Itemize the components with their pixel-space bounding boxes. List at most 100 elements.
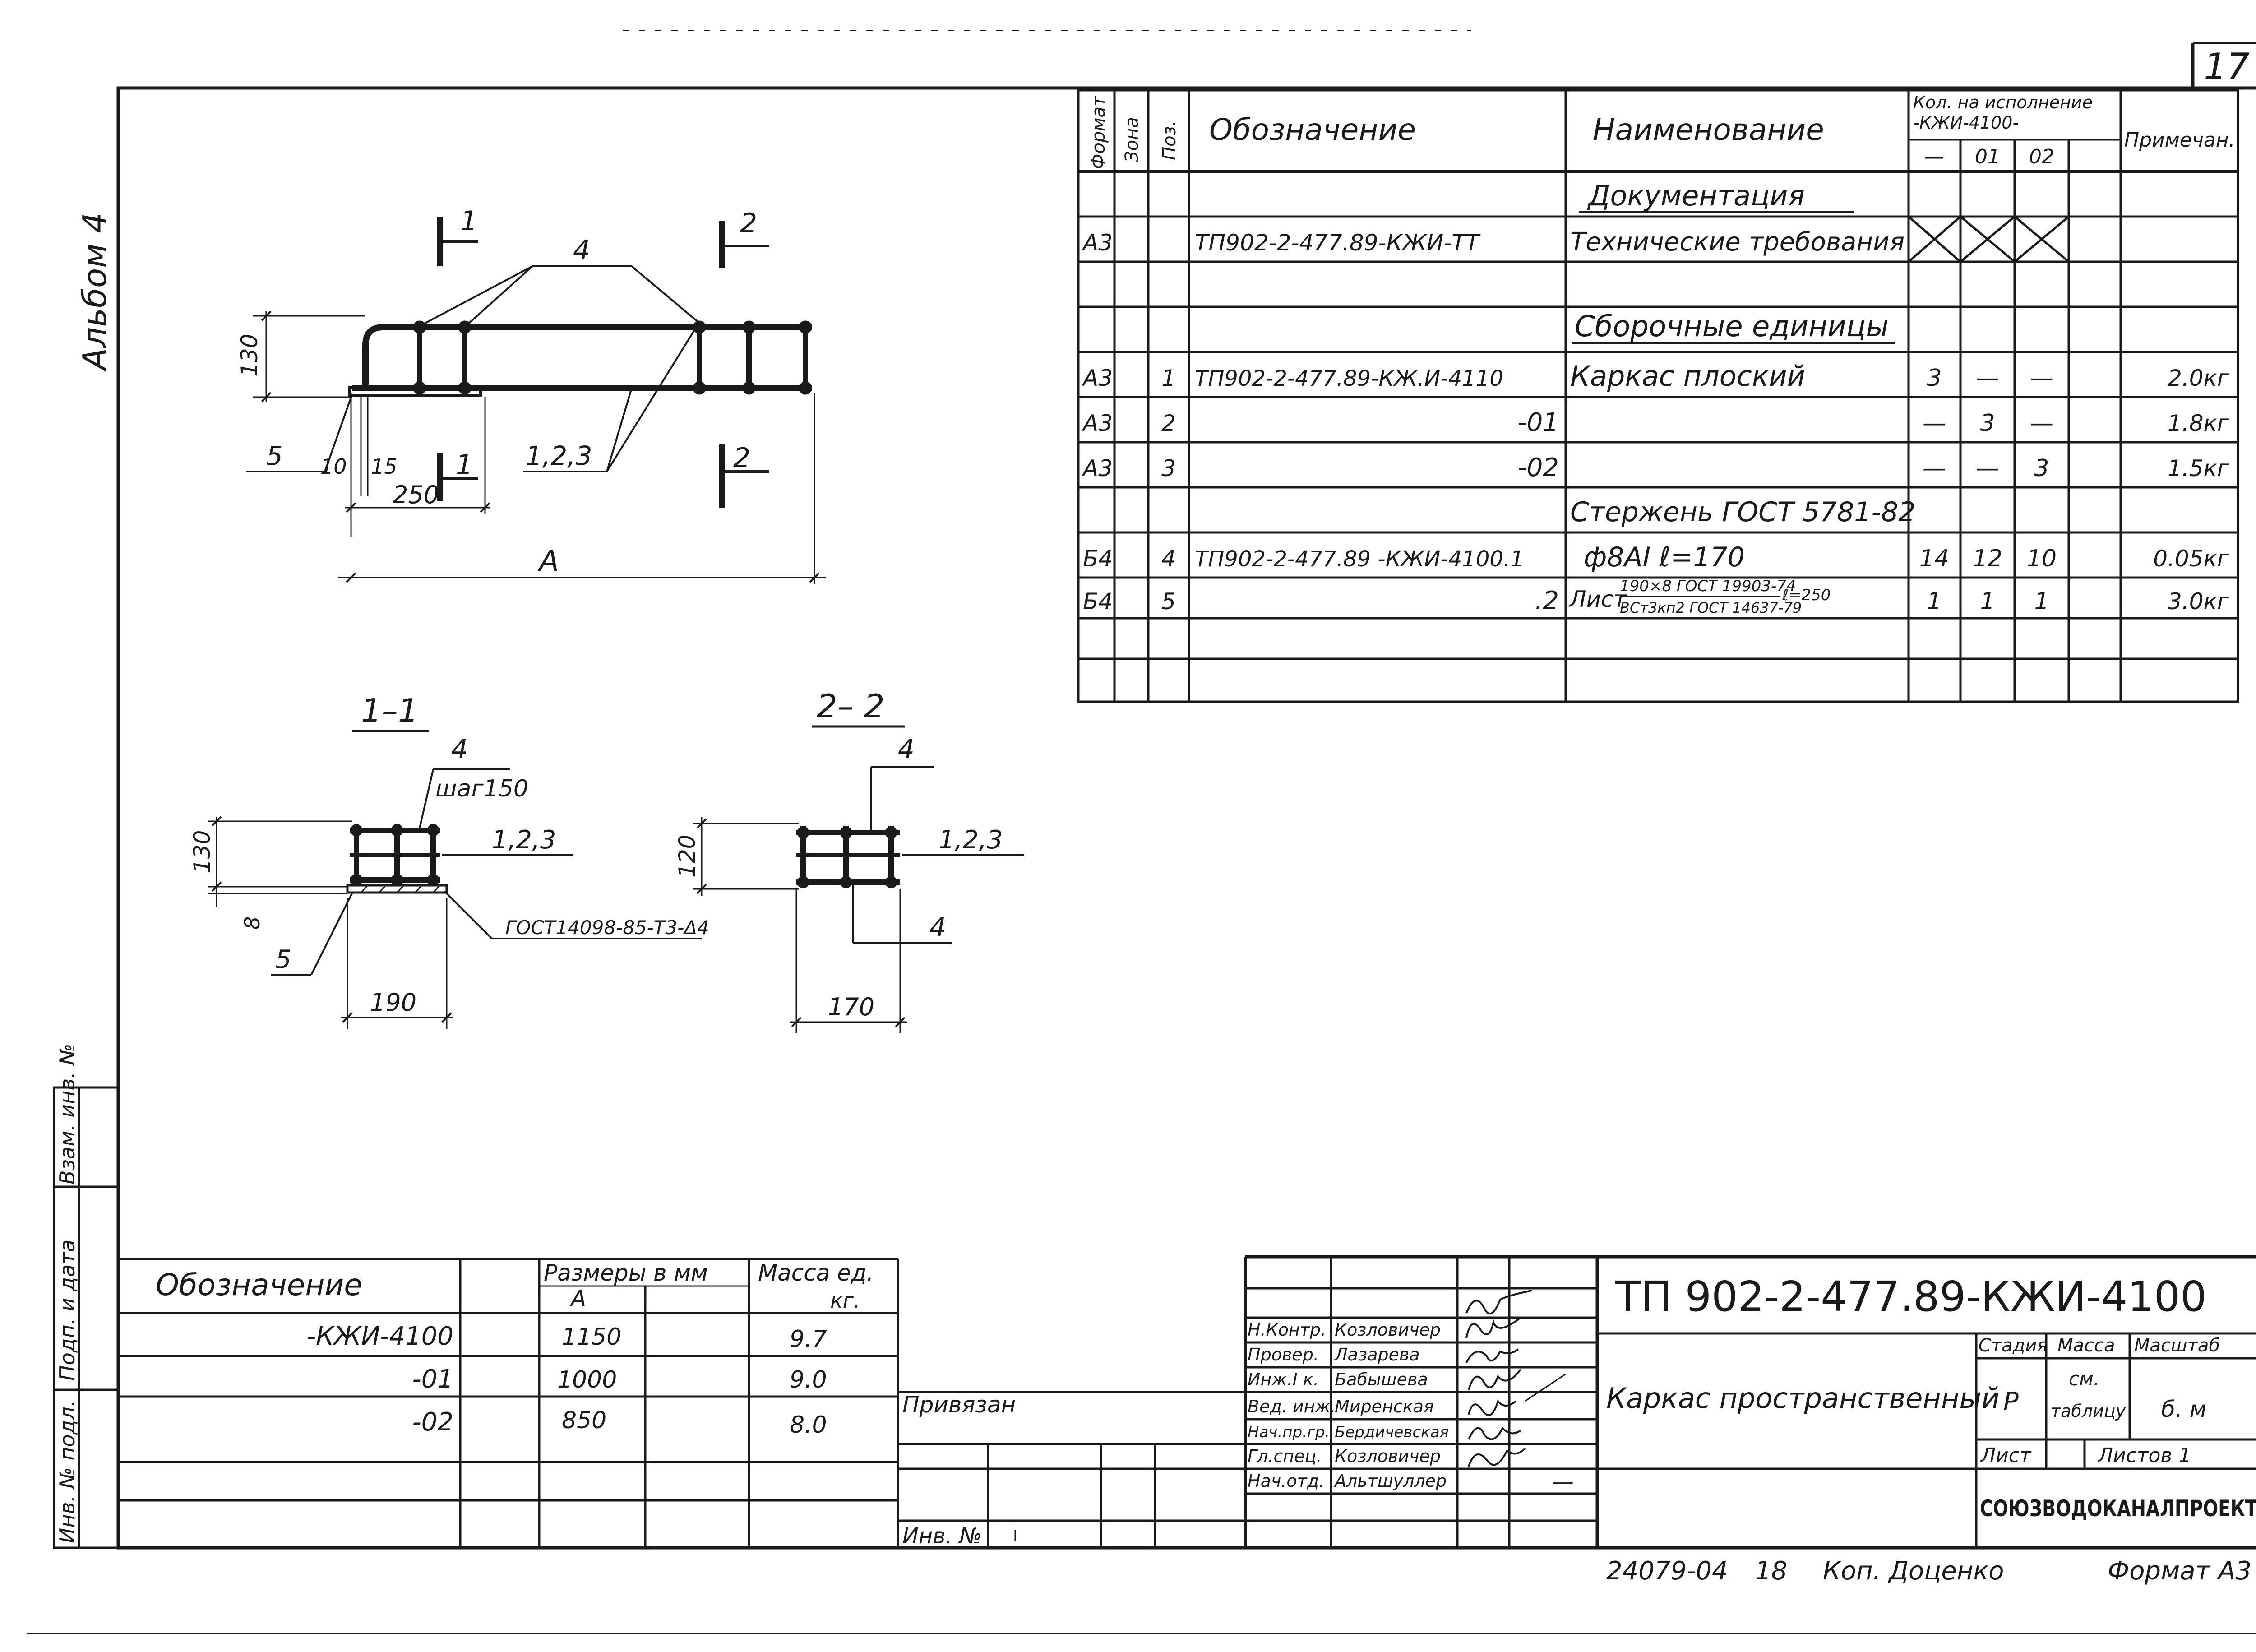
footer-format: Формат А3 — [2108, 1556, 2251, 1586]
sizes-table-grid — [118, 1258, 899, 1548]
footer-num: 18 — [1755, 1556, 1787, 1586]
spec-row-note: 1.5кг — [2168, 455, 2229, 481]
person-name: Лазарева — [1334, 1345, 1420, 1365]
title-block-person: Н.Контр. Козловичер — [1248, 1320, 1441, 1340]
spec-row-q1: — — [1976, 365, 1999, 392]
sizes-header-sizes: Размеры в мм — [544, 1260, 708, 1286]
spec-row-format: А3 — [1082, 455, 1113, 481]
spec-variant-2: 02 — [2029, 145, 2054, 168]
sizes-row-A: 1150 — [562, 1323, 621, 1351]
title-block-grid — [898, 1255, 2256, 1548]
spec-row-q1: — — [1976, 455, 1999, 482]
spec-row-q1: 3 — [1980, 410, 1995, 437]
spec-row: Документация — [1587, 179, 1805, 212]
person-role: Нач.отд. — [1248, 1471, 1324, 1491]
person-name: Альтшуллер — [1333, 1471, 1447, 1491]
spec-row: Сборочные единицы — [1575, 310, 1889, 343]
spec-row-note: 0.05кг — [2153, 546, 2229, 572]
callout-pos-5: 5 — [266, 440, 283, 471]
title-block-scale-label: Масштаб — [2134, 1335, 2220, 1356]
section-mark-2-bottom: 2 — [733, 442, 750, 474]
sheet-frame — [27, 30, 2256, 1634]
title-block-code: ТП 902-2-477.89-КЖИ-4100 — [1615, 1273, 2207, 1321]
sizes-row: -01 1000 9.0 — [412, 1365, 827, 1394]
spec-header-name: Наименование — [1593, 112, 1824, 147]
title-block-sheets-label: Листов 1 — [2097, 1444, 2191, 1467]
spec-row-q2: — — [2030, 365, 2053, 392]
spec-header-qty-title-2: -КЖИ-4100- — [1913, 113, 2019, 133]
spec-row: Б4 5 .2 Лист 190×8 ГОСТ 19903-74 ВСт3кп2… — [1083, 577, 2229, 616]
section-2-2-title: 2– 2 — [817, 687, 885, 725]
spec-row-pos: 5 — [1161, 588, 1176, 615]
title-block-person: Инж.I к. Бабышева — [1248, 1370, 1428, 1389]
spec-row-format: А3 — [1082, 230, 1113, 256]
sizes-row-A: 1000 — [557, 1366, 617, 1393]
section-1-1-dim-190: 190 — [370, 988, 416, 1017]
person-name: Козловичер — [1335, 1320, 1441, 1340]
section-2-2-dim-170: 170 — [828, 993, 874, 1021]
spec-row: А3 1 ТП902-2-477.89-КЖ.И-4110 Каркас пло… — [1082, 360, 2229, 393]
section-mark-2-top: 2 — [740, 208, 757, 239]
section-2-2-dim-120: 120 — [674, 835, 700, 878]
section-2-2 — [693, 725, 1024, 1033]
callout-pos-123: 1,2,3 — [526, 440, 592, 471]
section-1-1-title: 1–1 — [361, 692, 419, 730]
title-block-person: Вед. инж. Миренская — [1248, 1397, 1434, 1416]
sizes-header-mass-unit: кг. — [830, 1288, 860, 1313]
spec-row-designation: ТП902-2-477.89-КЖИ-ТТ — [1195, 230, 1481, 256]
spec-row-name: Стержень ГОСТ 5781-82 — [1570, 496, 1915, 528]
spec-row-q0: 14 — [1919, 545, 1949, 572]
spec-row-q2: — — [2030, 410, 2053, 437]
spec-header-zone: Зона — [1122, 117, 1142, 162]
spec-row-note: 2.0кг — [2168, 365, 2229, 391]
person-role: Инж.I к. — [1248, 1370, 1319, 1389]
spec-row-designation: ТП902-2-477.89 -КЖИ-4100.1 — [1195, 546, 1524, 572]
spec-row-note: 3.0кг — [2168, 588, 2229, 615]
person-name: Миренская — [1335, 1397, 1434, 1416]
spec-row-format: Б4 — [1083, 588, 1113, 615]
sizes-header-mass: Масса ед. — [758, 1260, 874, 1286]
person-role: Вед. инж. — [1248, 1397, 1336, 1416]
person-role: Провер. — [1248, 1345, 1319, 1365]
spec-row-pos: 1 — [1161, 365, 1176, 391]
sheet-fraction-suffix: ℓ=250 — [1782, 586, 1831, 604]
section-1-1-step: шаг150 — [435, 775, 528, 802]
spec-row-name: Документация — [1587, 179, 1805, 212]
section-mark-1-bottom: 1 — [456, 449, 473, 481]
elevation-view — [246, 217, 826, 584]
spec-row: А3 ТП902-2-477.89-КЖИ-ТТ Технические тре… — [1082, 227, 1905, 257]
person-role: Нач.пр.гр. — [1248, 1423, 1330, 1441]
spec-row-note: 1.8кг — [2168, 410, 2229, 436]
title-block-inv: Инв. № — [902, 1523, 982, 1549]
person-name: Козловичер — [1335, 1446, 1441, 1466]
sizes-row-designation: -02 — [412, 1407, 453, 1437]
title-block-mass-val-2: таблицу — [2051, 1401, 2126, 1421]
spec-row-pos: 3 — [1161, 455, 1176, 481]
spec-row-name: ф8АI ℓ=170 — [1584, 541, 1745, 573]
title-block-mass-val-1: см. — [2069, 1368, 2099, 1390]
spec-row-q0: 1 — [1927, 588, 1942, 615]
spec-row-designation: .2 — [1535, 586, 1559, 615]
spec-row-designation: -02 — [1518, 453, 1559, 482]
section-1-1-pos4: 4 — [451, 734, 468, 764]
sizes-header-designation: Обозначение — [156, 1268, 362, 1302]
dim-15: 15 — [371, 454, 398, 479]
sizes-row-designation: -01 — [412, 1365, 453, 1394]
album-label: Альбом 4 — [76, 213, 114, 372]
spec-row: А3 2 -01 — 3 — 1.8кг — [1082, 408, 2229, 437]
spec-row-q2: 1 — [2034, 588, 2049, 615]
spec-row-pos: 4 — [1161, 546, 1176, 572]
section-2-2-pos4-top: 4 — [898, 734, 915, 764]
spec-variant-1: 01 — [1975, 145, 2000, 168]
spec-header-note: Примечан. — [2124, 129, 2235, 152]
spec-row-q1: 12 — [1973, 545, 2002, 572]
spec-row-q2: 10 — [2027, 545, 2057, 572]
sizes-row-mass: 9.7 — [790, 1326, 827, 1353]
spec-variant-0: — — [1924, 145, 1944, 168]
spec-table-grid — [1077, 89, 2239, 703]
section-mark-1-top: 1 — [460, 205, 477, 237]
spec-row-name: Сборочные единицы — [1575, 310, 1889, 343]
spec-row-format: Б4 — [1083, 546, 1113, 572]
sizes-header-A: А — [569, 1286, 586, 1312]
